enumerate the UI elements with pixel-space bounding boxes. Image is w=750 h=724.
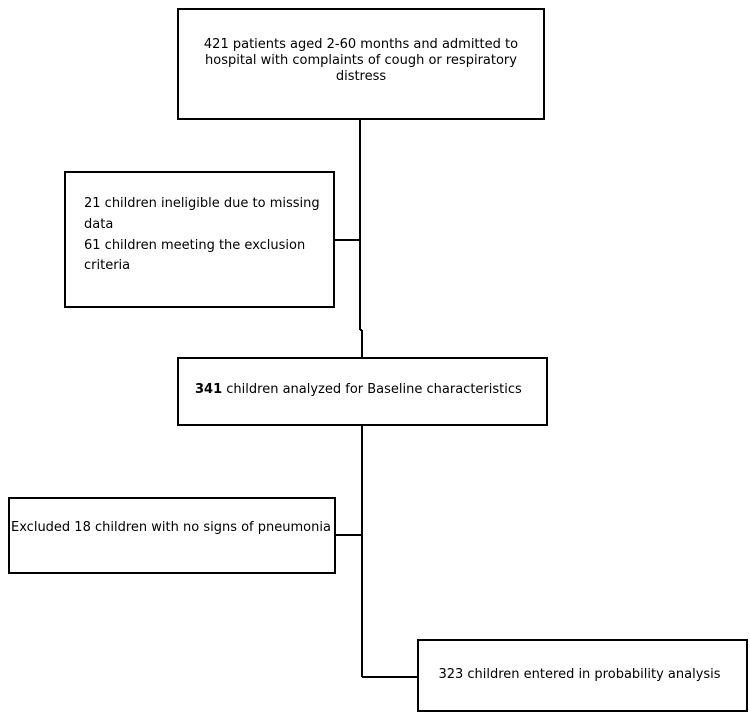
- probability-analysis-box: 323 children entered in probability anal…: [417, 639, 748, 712]
- no-pneumonia-excluded-box: Excluded 18 children with no signs of pn…: [8, 497, 336, 574]
- missing-data-text: 21 children ineligible due to missing da…: [84, 195, 320, 232]
- enrolled-patients-box: 421 patients aged 2-60 months and admitt…: [177, 8, 545, 120]
- exclusion-criteria-text: 61 children meeting the exclusion criter…: [84, 237, 306, 274]
- baseline-analysis-box: 341 children analyzed for Baseline chara…: [177, 357, 548, 426]
- enrolled-patients-text: 421 patients aged 2-60 months and admitt…: [203, 36, 519, 85]
- no-pneumonia-text: Excluded 18 children with no signs of pn…: [11, 520, 331, 536]
- baseline-text: 341 children analyzed for Baseline chara…: [195, 382, 522, 398]
- probability-text: 323 children entered in probability anal…: [438, 667, 721, 683]
- baseline-count: 341: [195, 382, 223, 398]
- baseline-label: children analyzed for Baseline character…: [222, 382, 522, 398]
- ineligible-excluded-box: 21 children ineligible due to missing da…: [64, 171, 335, 308]
